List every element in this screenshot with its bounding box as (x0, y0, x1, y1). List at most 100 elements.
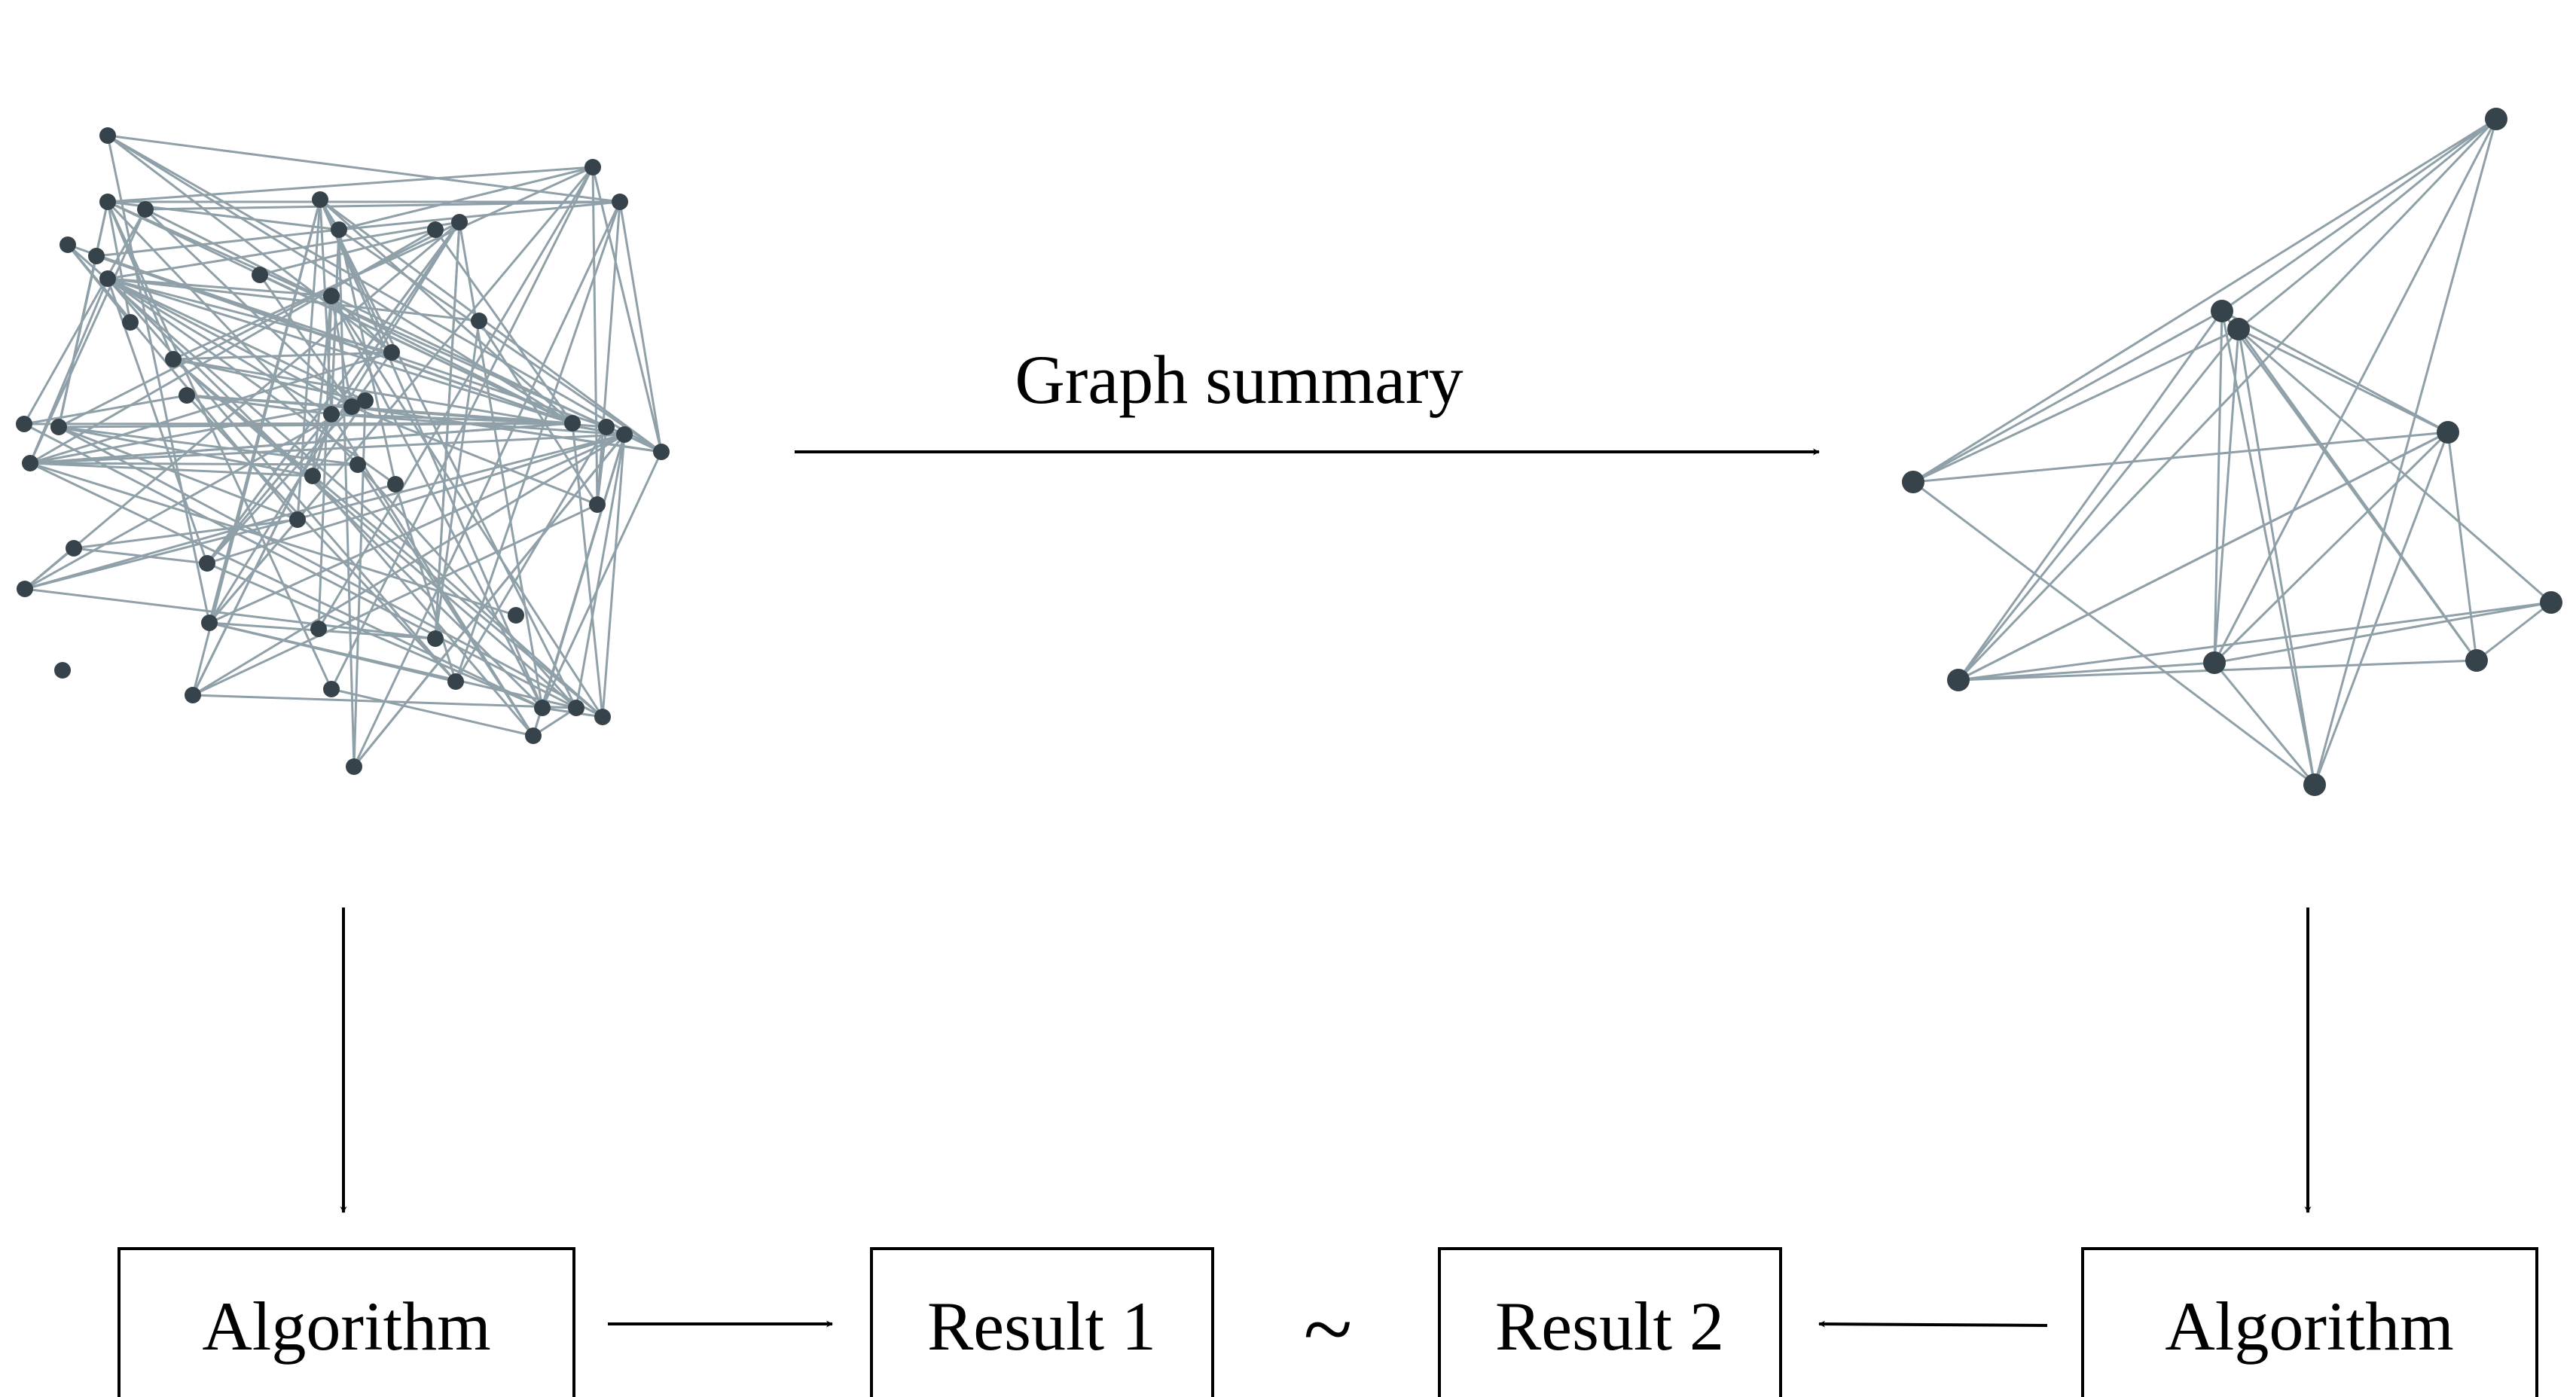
original-graph-node (383, 344, 400, 361)
summary-graph-edge (1957, 117, 2498, 682)
original-graph-node (612, 194, 628, 210)
summary-graph-edge (2238, 328, 2449, 434)
graph-summary-label: Graph summary (1015, 341, 1463, 418)
summary-graph-node (2437, 421, 2459, 444)
original-graph-edge (319, 198, 573, 425)
summary-graph-edge (1957, 310, 2223, 681)
original-graph-edge (186, 394, 573, 425)
original-graph-edge (29, 278, 109, 464)
original-graph-edge (331, 688, 534, 737)
original-graph-edge (319, 199, 544, 709)
original-graph-edge (106, 200, 359, 466)
original-graph-edge (107, 134, 573, 425)
original-graph-node (99, 194, 116, 210)
original-graph-edge (107, 134, 662, 453)
original-graph-edge (58, 422, 573, 429)
summary-graph-edge (2313, 432, 2449, 785)
original-graph-edge (107, 277, 392, 354)
original-graph-node (525, 727, 542, 744)
original-graph-node (594, 709, 611, 725)
result-2-box (1438, 1247, 1782, 1397)
summary-graph-edge (1958, 601, 2552, 682)
summary-graph-edge (2213, 328, 2240, 663)
original-graph-edge (29, 209, 147, 464)
original-graph-node (447, 673, 464, 690)
original-graph-edge (575, 434, 626, 709)
original-graph-edge (330, 229, 340, 415)
summary-graph (1902, 108, 2562, 796)
original-graph-node (289, 511, 306, 528)
summary-graph-edges (1912, 117, 2552, 786)
summary-graph-edge (2220, 310, 2316, 785)
summary-graph-node (2540, 591, 2562, 614)
original-graph-node (54, 662, 71, 679)
original-graph-node (451, 214, 468, 230)
original-graph-edge (23, 394, 188, 426)
original-graph-node (598, 419, 615, 435)
original-graph-node (589, 496, 606, 513)
original-graph-node (312, 191, 328, 208)
original-graph-edges (23, 134, 663, 767)
original-graph-node (165, 351, 182, 368)
original-graph-edge (192, 694, 577, 709)
original-graph-edge (58, 426, 359, 466)
original-graph-node (99, 270, 116, 287)
original-graph-edge (24, 405, 353, 590)
original-graph-node (584, 159, 601, 175)
original-graph-edge (330, 295, 544, 709)
summary-graph-edge (2214, 601, 2552, 664)
original-graph-node (22, 455, 38, 471)
original-graph-edge (434, 229, 574, 424)
original-graph-edge (172, 358, 577, 709)
original-graph-edge (107, 166, 594, 203)
original-graph-edge (29, 433, 625, 465)
original-graph-edge (353, 434, 626, 767)
original-graph-node (331, 221, 347, 238)
summary-graph-node (2465, 649, 2488, 672)
algorithm-right-box (2081, 1247, 2538, 1397)
original-graph-node (323, 406, 340, 422)
original-graph-edge (596, 201, 621, 505)
original-graph-edge (57, 201, 109, 428)
original-graph-edge (96, 255, 573, 425)
original-graph-edge (145, 208, 573, 425)
original-graph-node (310, 621, 327, 637)
original-graph-node (357, 392, 374, 409)
original-graph-node (122, 314, 139, 331)
original-graph (16, 127, 670, 775)
original-graph-edge (107, 134, 621, 203)
similarity-symbol: ~ (1304, 1279, 1353, 1379)
original-graph-edge (571, 422, 604, 718)
original-graph-edge (591, 166, 663, 453)
original-graph-edge (209, 433, 625, 624)
original-graph-node (564, 415, 581, 432)
summary-graph-edge (2221, 310, 2449, 434)
original-graph-node (179, 387, 195, 404)
original-graph-edge (206, 433, 625, 565)
original-graph-node (427, 221, 444, 238)
summary-graph-edge (2213, 662, 2316, 785)
original-graph-edge (24, 433, 625, 590)
original-graph-node (88, 248, 105, 264)
original-graph-node (349, 456, 366, 473)
original-graph-edge (331, 413, 573, 425)
summary-graph-edge (2213, 310, 2223, 663)
original-graph-node (185, 687, 201, 703)
original-graph-node (323, 288, 340, 304)
original-graph-edge (338, 200, 621, 231)
original-graph-edge (29, 422, 573, 465)
original-graph-edge (29, 399, 366, 465)
original-graph-edge (209, 621, 577, 709)
summary-graph-edge (2238, 328, 2552, 604)
original-graph-node (99, 127, 116, 144)
original-graph-edge (319, 198, 662, 453)
original-graph-edge (96, 228, 340, 258)
original-graph-edge (206, 405, 353, 565)
original-graph-edge (107, 134, 392, 354)
algorithm-right-label: Algorithm (2165, 1288, 2453, 1365)
summary-graph-nodes (1902, 108, 2562, 796)
original-graph-node (137, 201, 154, 218)
original-graph-node (387, 476, 404, 493)
original-graph-edge (29, 462, 517, 617)
original-graph-node (471, 313, 487, 329)
